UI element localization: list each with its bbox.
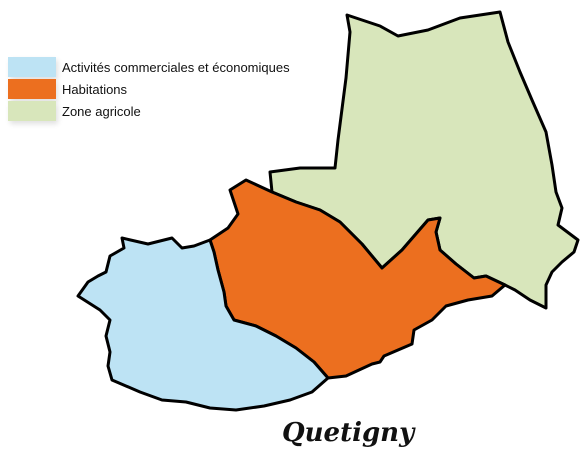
map-title: Quetigny [282,418,415,448]
legend-swatch-commercial [8,57,56,77]
legend-item-agricultural: Zone agricole [8,100,290,122]
legend-label-agricultural: Zone agricole [62,103,141,119]
map-legend: Activités commerciales et économiques Ha… [8,56,290,122]
commercial-zone[interactable] [76,236,330,412]
legend-item-housing: Habitations [8,78,290,100]
legend-swatch-agricultural [8,101,56,121]
legend-item-commercial: Activités commerciales et économiques [8,56,290,78]
legend-label-commercial: Activités commerciales et économiques [62,59,290,75]
legend-label-housing: Habitations [62,81,128,97]
legend-swatch-housing [8,79,56,99]
